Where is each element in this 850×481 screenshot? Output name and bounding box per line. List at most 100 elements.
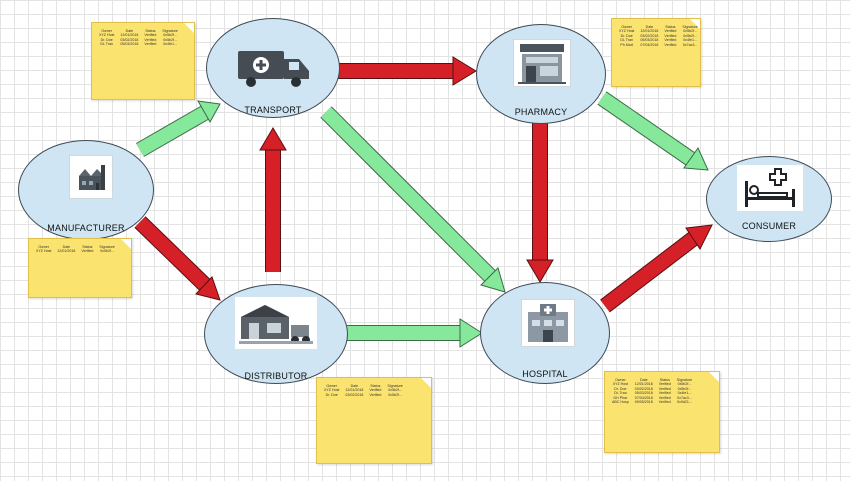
note-cell: Dr. Doe [325,392,338,397]
note-cell: 12/01/2018 [120,33,139,38]
note-cell: XYZ Host [99,33,115,38]
arrow-distributor-transport [259,127,287,272]
note-cell: 03/02/2018 [634,386,653,391]
note-cell: Dr. Doe [620,33,633,38]
note-cell: XYZ Host [324,388,340,393]
note-cell: Verified [144,42,157,47]
note-cell: Verified [664,29,677,34]
note-cell: Date [125,29,134,33]
note-row: DH Phar 07/04/2018 Verified 0x7ac3... [609,396,695,400]
node-label: DISTRIBUTOR [244,371,308,381]
node-label: MANUFACTURER [47,223,125,233]
note-cell: Date [639,378,648,382]
note-cell: 0x4fe1... [683,38,697,43]
factory-icon [69,155,113,199]
pharmacy-store-icon [513,39,571,87]
note-cell: XYZ Host [36,249,52,254]
note-cell: 03/02/2018 [345,392,364,397]
note-cell: Owner [615,378,626,382]
arrow-transport-pharmacy [336,56,477,86]
node-transport: TRANSPORT [206,18,340,118]
node-consumer: CONSUMER [706,156,832,242]
note-cell: Owner [621,25,632,29]
arrow-manufacturer-distributor [134,216,221,301]
note-cell: 0x5b2f... [163,37,177,42]
note-cell: 07/04/2018 [634,395,653,400]
note-cell: 05/03/2018 [120,42,139,47]
node-manufacturer: MANUFACTURER [18,140,154,240]
note-cell: Signature [99,245,115,249]
note-cell: 0x5b2f... [388,388,402,393]
note-row: DL Tran 05/03/2018 Verified 0x4fe1... [609,391,695,395]
note-cell: Verified [144,37,157,42]
arrow-transport-hospital [320,106,506,293]
node-label: PHARMACY [514,107,568,117]
note-cell: 0x5b2f... [100,249,114,254]
note-cell: Date [62,245,71,249]
note-cell: Verified [658,382,671,387]
arrow-distributor-hospital [347,318,483,348]
note-cell: 12/01/2018 [634,382,653,387]
note-cell: Verified [369,388,382,393]
arrow-hospital-consumer [600,224,713,313]
note-cell: Status [665,25,676,29]
hospital-building-icon [521,299,575,347]
note-cell: 0x9d21... [677,400,692,405]
note-cell: 12/01/2018 [57,249,76,254]
note-cell: 0x7ac3... [677,395,692,400]
note-cell: Verified [658,391,671,396]
note-cell: DH Phar [613,395,628,400]
note-cell: 07/04/2018 [640,42,659,47]
note-cell: 0x5b2f... [677,386,692,391]
note-cell: Verified [369,392,382,397]
node-hospital: HOSPITAL [480,282,610,384]
patient-bed-icon [737,165,803,211]
note-cell: 05/03/2018 [634,391,653,396]
note-cell: XYZ Host [612,382,629,387]
note-cell: ABC Hosp [612,400,629,405]
note-cell: Date [350,384,359,388]
note-cell: Verified [658,395,671,400]
note-cell: DL Tran [100,42,114,47]
note-cell: 0x5b2f... [163,33,177,38]
note-cell: 0x7ac3... [682,42,698,47]
note-cell: Verified [664,38,677,43]
note-cell: 0x5b2f... [683,29,697,34]
note-cell: Owner [38,245,49,249]
note-row: XYZ Host 12/01/2018 Verified 0x5b2f... [321,388,406,392]
warehouse-icon [235,297,317,349]
node-distributor: DISTRIBUTOR [204,284,348,384]
note-cell: DL Tran [614,391,627,396]
node-label: TRANSPORT [244,105,302,115]
note-cell: Verified [81,249,94,254]
note-cell: 09/05/2018 [634,400,653,405]
node-pharmacy: PHARMACY [476,24,606,124]
note-cell: XYZ Host [619,29,635,34]
note-cell: 12/01/2018 [640,29,659,34]
note-cell: 12/01/2018 [345,388,364,393]
note-cell: DL Tran [620,38,634,43]
ambulance-truck-icon [233,41,315,93]
note-cell: Verified [658,386,671,391]
note-cell: Signature [676,378,693,382]
arrow-pharmacy-consumer [597,91,709,171]
note-cell: 0x4fe1... [677,391,692,396]
note-cell: 03/02/2018 [120,37,139,42]
